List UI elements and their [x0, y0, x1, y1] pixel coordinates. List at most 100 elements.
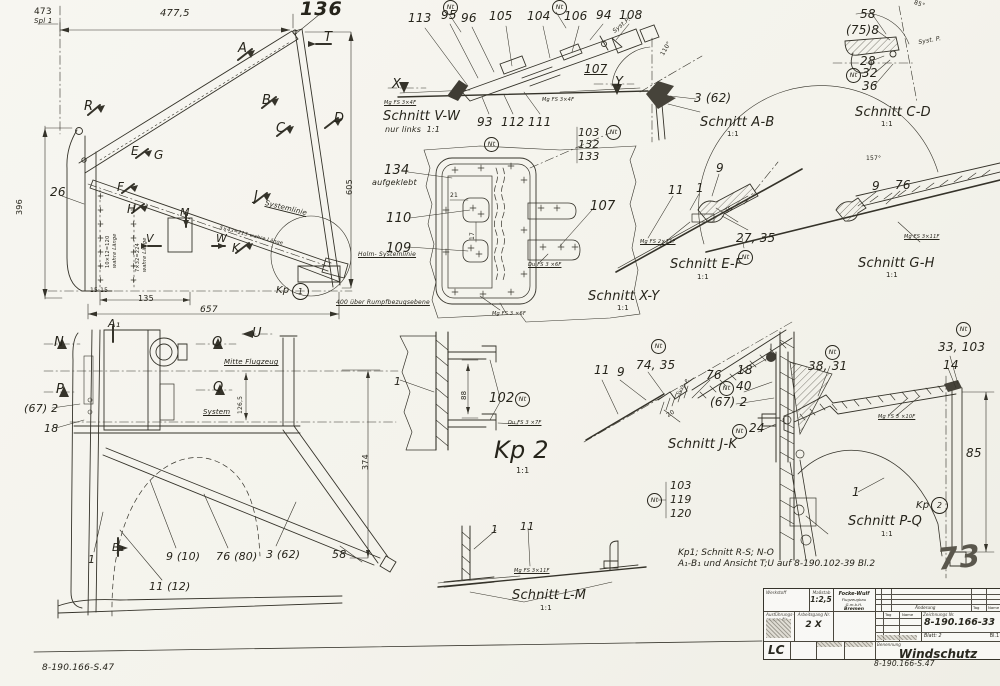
- drawing-label: 38, 31: [808, 359, 848, 373]
- arbeitsgang-cell: Arbeitsgang Nr. 2 X: [794, 611, 834, 642]
- drawing-label: (75)8: [846, 23, 880, 37]
- drawing-number: 8-190.166-33: [924, 617, 995, 628]
- drawing-label: Mg FS 2×11F: [640, 239, 676, 245]
- drawing-label: P: [56, 382, 65, 397]
- drawing-title: Windschutz: [898, 647, 978, 659]
- rivet-note-circle: Nt: [443, 0, 458, 15]
- drawing-label: 107: [584, 62, 608, 76]
- drawing-label: aufgeklebt: [372, 178, 417, 187]
- drawing-label: 1:1: [617, 304, 629, 312]
- spare-cell: [833, 611, 876, 642]
- drawing-label: J: [254, 189, 259, 204]
- company-sub: Flugzeugbau G.m.b.H.: [841, 597, 867, 607]
- titleblock-footer-number: 8-190.166-S.47: [874, 659, 935, 668]
- section-title-v-w: Schnitt V-W: [383, 109, 461, 124]
- handwritten-mark: 73: [935, 538, 983, 578]
- name-label: Name: [988, 605, 1000, 610]
- drawing-label: 33, 103: [938, 340, 986, 354]
- blatt-label: Blatt: 2: [924, 634, 942, 639]
- drawing-label: 76 (80): [216, 550, 258, 563]
- drawing-label: 21: [450, 192, 459, 199]
- bl-right-label: Bl.1: [989, 634, 999, 639]
- drawing-label: 105: [489, 9, 513, 23]
- drawing-label: B: [262, 93, 272, 108]
- section-e-f: [615, 161, 803, 273]
- drawing-label: 657: [200, 305, 218, 315]
- drawing-label: System: [203, 408, 231, 416]
- drawing-label: K: [232, 241, 241, 255]
- blank-cell-1: [790, 641, 817, 659]
- kp1-balloon: 1: [292, 283, 309, 300]
- rivet-note-circle: Nt: [825, 345, 840, 360]
- massstab-cell: Maßstab 1:2,5: [809, 589, 834, 612]
- drawing-label: 74, 35: [636, 358, 676, 372]
- drawing-label: Mg FS 3×4F: [542, 97, 575, 103]
- drawing-label: Y: [615, 75, 624, 90]
- section-c-d: [832, 5, 918, 103]
- drawing-label: B₁: [112, 541, 125, 554]
- rivet-note-circle: Nt: [732, 424, 747, 439]
- drawing-label: 1:1: [540, 604, 552, 612]
- rivet-note-circle: Nt: [719, 381, 734, 396]
- aenderung-label: Änderung: [915, 605, 936, 610]
- drawing-label: 11: [594, 363, 610, 377]
- drawing-label: 9: [716, 161, 724, 175]
- drawing-label: H: [127, 202, 137, 216]
- signature-grid: Tag Name: [875, 611, 922, 642]
- drawing-label: Systemlinie: [264, 199, 308, 218]
- drawing-label: 132: [578, 138, 600, 151]
- drawing-label: wahre Länge: [112, 233, 118, 268]
- drawing-label: 111: [528, 115, 552, 129]
- section-title-j-k: Schnitt J-K: [668, 437, 738, 452]
- rivet-note-circle: Nt: [956, 322, 971, 337]
- rivet-note-circle: Nt: [846, 68, 861, 83]
- drawing-label: Kp: [916, 500, 930, 511]
- company-cell: Focke-Wulf Flugzeugbau G.m.b.H. Bremen: [833, 589, 876, 612]
- drawing-label: Mg FS 3 ×10F: [878, 414, 916, 420]
- drawing-label: 1:1: [881, 120, 893, 128]
- drawing-label: 58: [860, 7, 876, 21]
- drawing-label: 32: [862, 66, 878, 80]
- footer-drawing-number: 8-190.166-S.47: [42, 663, 115, 673]
- company-city: Bremen: [843, 607, 865, 612]
- drawing-label: W: [216, 232, 228, 245]
- drawing-label: (67) 2: [24, 402, 59, 415]
- section-l-m: [437, 525, 647, 603]
- drawing-label: 88: [460, 390, 468, 400]
- drawing-label: 28: [860, 54, 876, 68]
- drawing-label: T: [324, 30, 333, 45]
- drawing-label: 1: [88, 553, 96, 566]
- drawing-label: Mg FS 3×11F: [904, 234, 940, 240]
- arbeitsgang-value: 2 X: [805, 620, 822, 630]
- drawing-label: 85: [966, 446, 982, 460]
- drawing-label: 1: [491, 523, 499, 536]
- drawing-label: 119: [670, 493, 692, 506]
- lc-cell: LC: [764, 641, 791, 659]
- rivet-note-circle: Nt: [552, 0, 567, 15]
- drawing-label: 36: [862, 79, 878, 93]
- drawing-label: 133: [578, 150, 600, 163]
- drawing-label: Syst. P.: [917, 35, 942, 46]
- kp2-balloon: 2: [931, 497, 948, 514]
- blank-cell-3: [844, 641, 876, 659]
- drawing-label: 1: [696, 181, 704, 195]
- drawing-label: 605: [345, 179, 354, 195]
- drawing-label: A: [238, 41, 248, 56]
- drawing-label: V: [146, 232, 154, 245]
- drawing-label: 94: [596, 8, 612, 22]
- section-title-g-h: Schnitt G-H: [858, 256, 935, 271]
- ausfuehrung-cell: Ausführungs-gruppe Nr.: [764, 611, 795, 642]
- drawing-label: 104: [527, 9, 551, 23]
- drawing-label: 1: [852, 485, 860, 499]
- drawing-label: 40: [736, 379, 752, 393]
- drawing-label: 110: [386, 211, 412, 226]
- revision-table: Änderung Tag Name: [875, 589, 1000, 612]
- company-name: Focke-Wulf: [838, 591, 870, 597]
- drawing-label: 11: [668, 183, 684, 197]
- tag-label: Tag: [973, 605, 980, 610]
- drawing-label: 11: [520, 520, 535, 533]
- drawing-label: 477,5: [160, 8, 190, 19]
- drawing-label: 7×32=224: [135, 242, 141, 272]
- drawing-label: Kp: [276, 285, 290, 296]
